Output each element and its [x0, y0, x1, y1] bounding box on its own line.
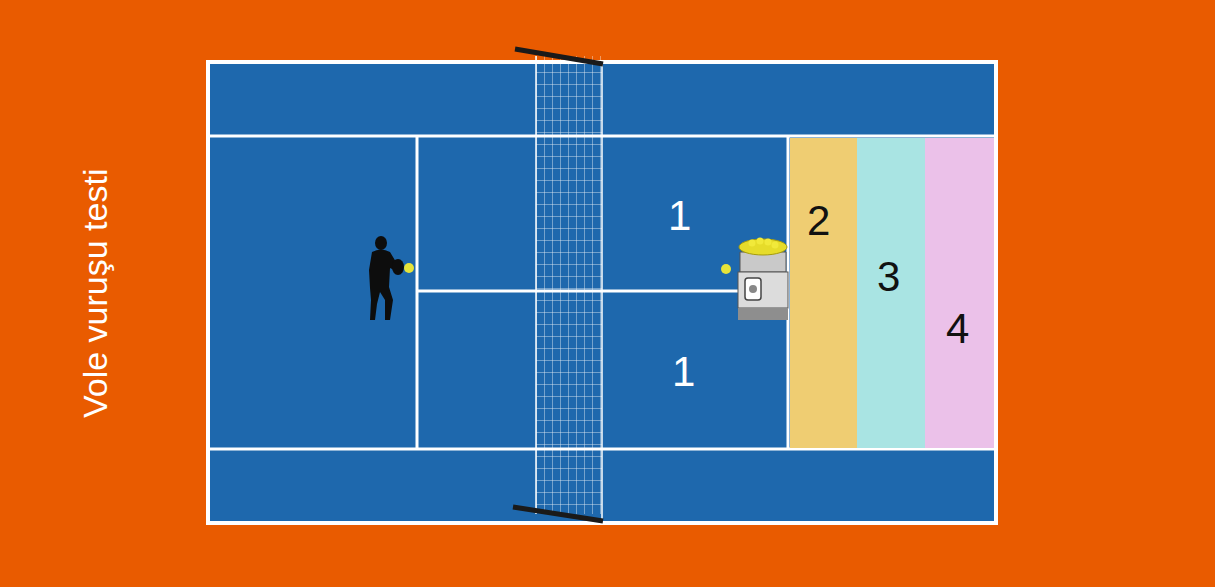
player-silhouette: [369, 236, 404, 320]
zone-number: 1: [668, 195, 691, 237]
diagram-title: Vole vuruşu testi: [78, 168, 112, 417]
zone-number: 3: [877, 256, 900, 298]
zone-band: [925, 138, 994, 448]
zone-area: 2: [790, 138, 857, 448]
tennis-ball: [404, 263, 414, 273]
ball-machine: [738, 238, 788, 321]
net: [513, 49, 603, 521]
zone-band: [790, 138, 857, 448]
zone-number: 2: [807, 200, 830, 242]
zone-area: 3: [857, 138, 925, 448]
zone-area: 4: [925, 138, 994, 448]
zone-band: [857, 138, 925, 448]
zone-area: 1: [606, 140, 786, 289]
zone-area: 1: [606, 293, 786, 447]
zone-number: 1: [672, 351, 695, 393]
tennis-ball: [721, 264, 731, 274]
zone-number: 4: [946, 308, 969, 350]
